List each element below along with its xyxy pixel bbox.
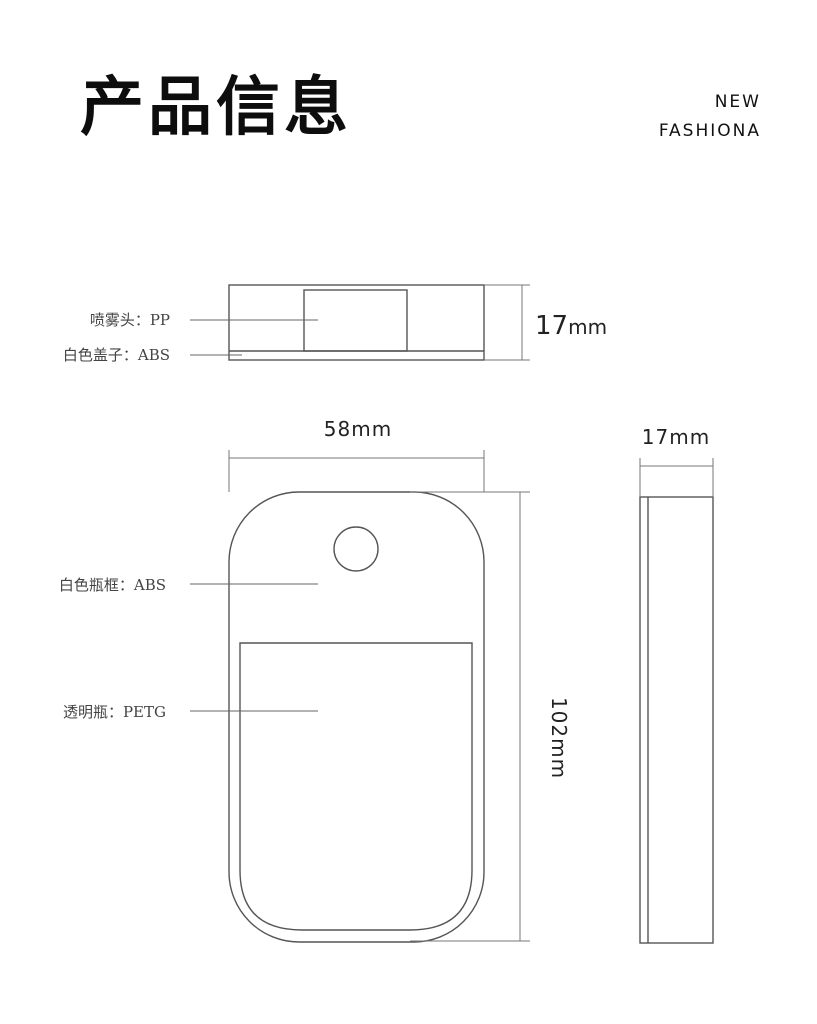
height-dimension: 102mm (547, 697, 571, 779)
brand-line-2: FASHIONA (658, 121, 761, 141)
top-height-dimension: 17mm (535, 311, 607, 341)
page-title: 产品信息 (80, 71, 352, 145)
width-dimension: 58mm (324, 417, 392, 441)
top-view-nozzle (303, 289, 408, 352)
side-view-body (639, 496, 714, 944)
depth-dimension: 17mm (642, 425, 710, 449)
top-view (190, 284, 530, 361)
side-view (639, 458, 714, 944)
top-height-value: 17 (535, 311, 568, 341)
top-view-body (228, 284, 485, 361)
bottle-label: 透明瓶：PETG (63, 703, 166, 721)
frame-label: 白色瓶框：ABS (59, 576, 166, 594)
top-height-unit: mm (568, 315, 607, 339)
clear-bottle-window (239, 642, 473, 931)
nozzle-label: 喷雾头：PP (90, 311, 170, 329)
cap-label: 白色盖子：ABS (63, 346, 170, 364)
brand-text: NEW FASHIONA (659, 88, 761, 146)
nozzle-hole (333, 526, 379, 572)
bottle-frame-outline (228, 491, 485, 943)
brand-line-1: NEW (714, 92, 761, 112)
front-view (190, 450, 530, 943)
